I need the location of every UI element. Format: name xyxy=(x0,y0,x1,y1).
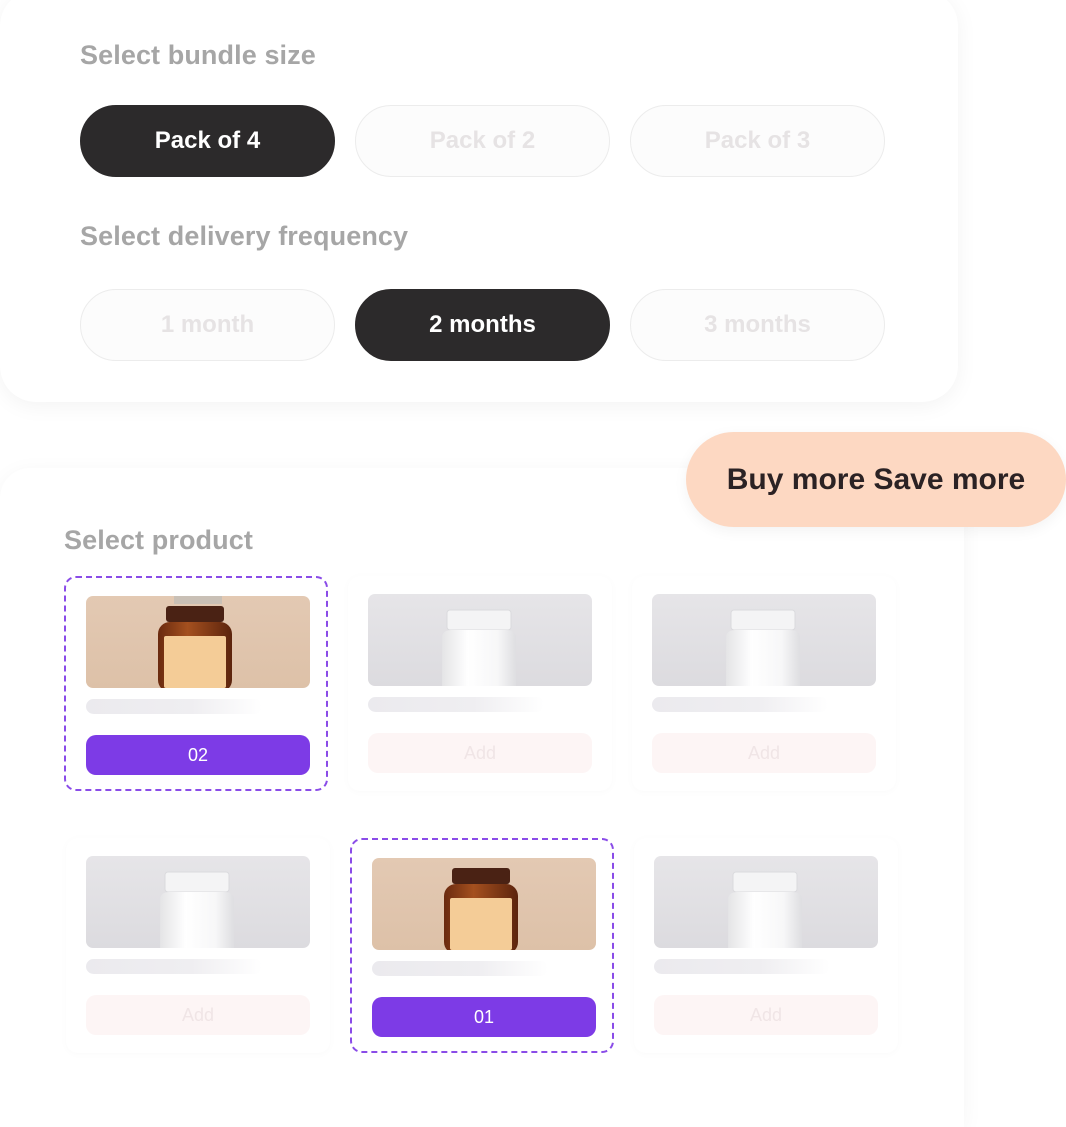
product-tile-4[interactable]: Add xyxy=(66,838,330,1053)
add-button[interactable]: Add xyxy=(652,733,876,773)
add-button[interactable]: Add xyxy=(368,733,592,773)
white-bottle-icon xyxy=(726,609,800,686)
product-image xyxy=(368,594,592,686)
product-name-placeholder xyxy=(654,959,830,974)
product-tile-5[interactable]: 01 xyxy=(350,838,614,1053)
product-name-placeholder xyxy=(86,699,262,714)
bundle-option-pack-of-2[interactable]: Pack of 2 xyxy=(355,105,610,177)
product-image xyxy=(86,856,310,948)
frequency-option-1-month[interactable]: 1 month xyxy=(80,289,335,361)
add-button[interactable]: Add xyxy=(86,995,310,1035)
product-name-placeholder xyxy=(368,697,544,712)
white-bottle-icon xyxy=(442,609,516,686)
amber-bottle-icon xyxy=(158,596,232,688)
frequency-option-2-months[interactable]: 2 months xyxy=(355,289,610,361)
product-tile-6[interactable]: Add xyxy=(634,838,898,1053)
product-tile-3[interactable]: Add xyxy=(632,576,896,791)
frequency-option-3-months[interactable]: 3 months xyxy=(630,289,885,361)
product-card: Select product 02 xyxy=(0,468,964,1127)
delivery-frequency-title: Select delivery frequency xyxy=(80,221,409,251)
amber-bottle-icon xyxy=(444,868,518,950)
product-image xyxy=(652,594,876,686)
product-name-placeholder xyxy=(86,959,262,974)
product-name-placeholder xyxy=(652,697,828,712)
bundle-size-title: Select bundle size xyxy=(80,40,316,70)
quantity-button[interactable]: 02 xyxy=(86,735,310,775)
promo-badge: Buy more Save more xyxy=(686,432,1066,527)
add-button[interactable]: Add xyxy=(654,995,878,1035)
product-image xyxy=(372,858,596,950)
product-image xyxy=(86,596,310,688)
product-tile-2[interactable]: Add xyxy=(348,576,612,791)
options-card: Select bundle size Pack of 4 Pack of 2 P… xyxy=(0,0,958,402)
select-product-title: Select product xyxy=(64,525,253,555)
bundle-option-pack-of-4[interactable]: Pack of 4 xyxy=(80,105,335,177)
product-tile-1[interactable]: 02 xyxy=(64,576,328,791)
white-bottle-icon xyxy=(728,871,802,948)
bundle-option-pack-of-3[interactable]: Pack of 3 xyxy=(630,105,885,177)
quantity-button[interactable]: 01 xyxy=(372,997,596,1037)
product-image xyxy=(654,856,878,948)
product-name-placeholder xyxy=(372,961,548,976)
white-bottle-icon xyxy=(160,871,234,948)
